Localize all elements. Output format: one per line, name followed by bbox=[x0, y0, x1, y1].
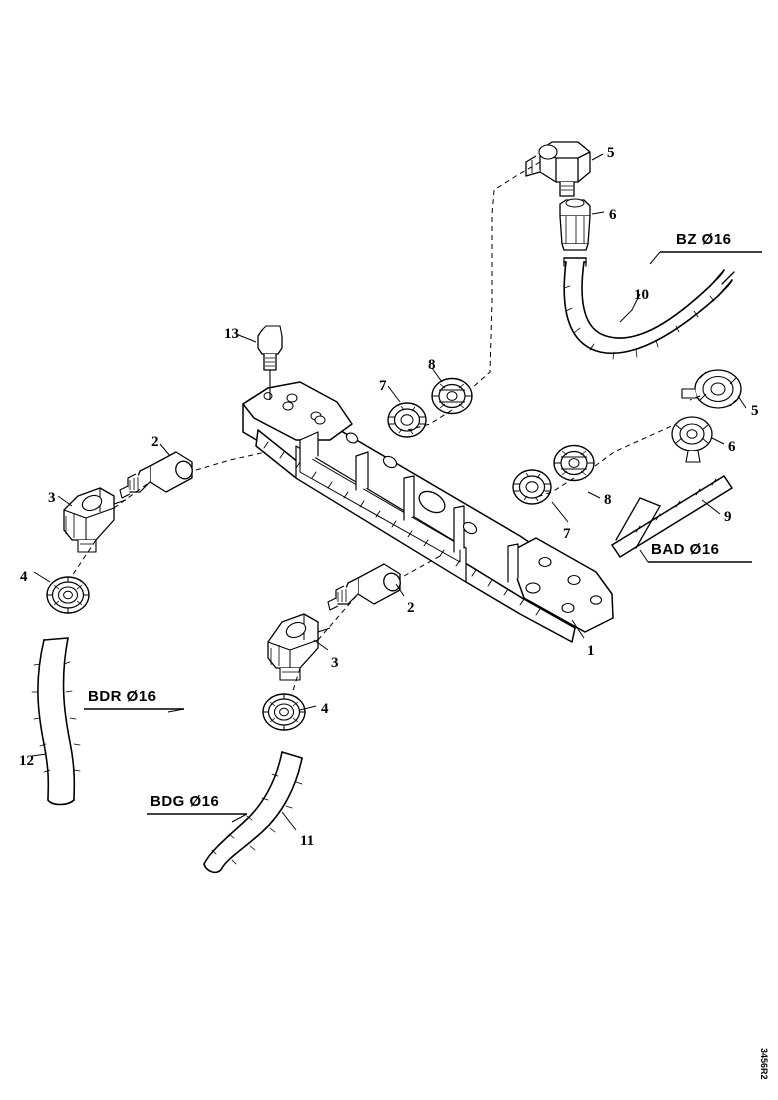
part-cylindrical-fitting-2-lower bbox=[327, 563, 401, 611]
item-number-3-lower: 3 bbox=[331, 655, 339, 671]
item-number-6-top: 6 bbox=[609, 207, 617, 223]
hose-label-bad: BAD Ø16 bbox=[651, 541, 720, 558]
part-curved-hose-11 bbox=[203, 751, 303, 874]
part-elbow-connector-top-5 bbox=[525, 141, 591, 197]
part-elbow-valve-block-3-left bbox=[63, 487, 127, 553]
part-u-bend-hose-10 bbox=[563, 257, 735, 360]
part-cylindrical-fitting-2-left bbox=[119, 451, 193, 499]
part-straight-tube-9 bbox=[611, 475, 733, 558]
part-elbow-connector-right-5 bbox=[681, 369, 742, 409]
hose-label-rules bbox=[84, 251, 762, 815]
leader-lines bbox=[71, 161, 701, 695]
item-number-5-top: 5 bbox=[607, 145, 615, 161]
item-number-1: 1 bbox=[587, 643, 595, 659]
item-number-7-right: 7 bbox=[563, 526, 571, 542]
part-flange-nut-8 bbox=[431, 377, 473, 415]
part-mounting-rail-bracket bbox=[242, 381, 614, 643]
hose-label-bdr: BDR Ø16 bbox=[88, 688, 157, 705]
callout-pointers bbox=[31, 153, 747, 831]
part-collar-nut-7b bbox=[512, 469, 552, 505]
item-number-9: 9 bbox=[724, 509, 732, 525]
item-number-2-left: 2 bbox=[151, 434, 159, 450]
part-elbow-valve-block-3-lower bbox=[267, 613, 331, 681]
part-collar-nut-7 bbox=[387, 402, 427, 438]
item-number-13: 13 bbox=[224, 326, 239, 342]
item-number-6-right: 6 bbox=[728, 439, 736, 455]
part-ring-nut-4-left bbox=[46, 576, 90, 614]
part-cap-fitting-top-6 bbox=[559, 198, 591, 251]
item-number-5-right: 5 bbox=[751, 403, 759, 419]
item-number-10: 10 bbox=[634, 287, 649, 303]
sheet-code: 3456R2 bbox=[759, 1048, 769, 1080]
part-flange-nut-8b bbox=[553, 444, 595, 482]
item-number-4-lower: 4 bbox=[321, 701, 329, 717]
item-number-12: 12 bbox=[19, 753, 34, 769]
item-number-7-mid: 7 bbox=[379, 378, 387, 394]
item-number-11: 11 bbox=[300, 833, 315, 849]
item-number-3-left: 3 bbox=[48, 490, 56, 506]
part-cap-fitting-right-6 bbox=[671, 416, 713, 463]
part-bolt-screw-13 bbox=[257, 325, 283, 400]
part-curved-hose-12 bbox=[31, 637, 81, 806]
item-number-2-lower: 2 bbox=[407, 600, 415, 616]
item-number-8-right: 8 bbox=[604, 492, 612, 508]
item-number-8-mid: 8 bbox=[428, 357, 436, 373]
hose-label-bz: BZ Ø16 bbox=[676, 231, 732, 248]
part-ring-nut-4-lower bbox=[262, 693, 306, 731]
hose-label-bdg: BDG Ø16 bbox=[150, 793, 220, 810]
item-number-4-left: 4 bbox=[20, 569, 28, 585]
